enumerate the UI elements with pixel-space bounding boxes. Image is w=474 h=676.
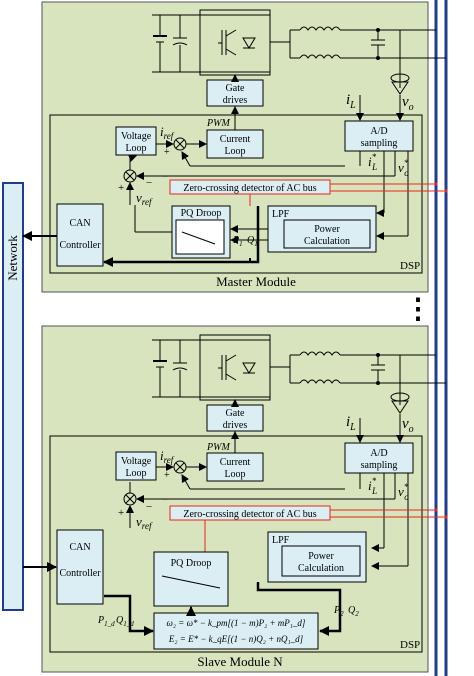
- master-power-stage: [152, 9, 446, 95]
- slave-il-star-label: i*L: [368, 476, 377, 496]
- slave-vref-label: vref: [136, 514, 153, 531]
- svg-text:sampling: sampling: [361, 460, 398, 471]
- svg-text:drives: drives: [223, 95, 248, 106]
- slave-power-calculation: LPF Power Calculation: [267, 531, 367, 583]
- master-module: DSP Master Module: [22, 1, 448, 293]
- slave-pwm-label: PWM: [206, 442, 230, 453]
- slave-p1d-label: P1_d: [97, 615, 115, 628]
- svg-text:Zero-crossing detector of AC b: Zero-crossing detector of AC bus: [183, 509, 316, 520]
- slave-dsp-label: DSP: [400, 639, 420, 651]
- slave-q2-label: Q2: [348, 605, 359, 618]
- svg-text:Loop: Loop: [125, 143, 146, 154]
- svg-text:Voltage: Voltage: [121, 131, 152, 142]
- ac-bus: [434, 0, 448, 676]
- svg-text:−: −: [162, 494, 168, 506]
- slave-zero-crossing-detector: Zero-crossing detector of AC bus: [169, 505, 331, 521]
- svg-text:−: −: [146, 501, 152, 513]
- slave-can-controller: CAN Controller: [56, 529, 104, 605]
- slave-ad-sampling: A/D sampling: [344, 442, 414, 474]
- master-pq-droop: PQ Droop: [171, 205, 231, 259]
- network-bar: Network: [2, 182, 24, 611]
- master-iref-label: iref: [160, 124, 175, 141]
- svg-text:LPF: LPF: [272, 535, 290, 546]
- master-module-title: Master Module: [216, 274, 296, 289]
- master-current-loop: Current Loop: [206, 129, 264, 159]
- master-can-controller: CAN Controller: [56, 203, 104, 267]
- master-ad-sampling: A/D sampling: [344, 120, 414, 152]
- slave-pq-droop: PQ Droop: [153, 551, 229, 607]
- slave-gate-drives: Gate drives: [206, 404, 264, 432]
- slave-current-loop: Current Loop: [206, 452, 264, 482]
- svg-text:PQ Droop: PQ Droop: [181, 208, 222, 219]
- svg-text:Calculation: Calculation: [298, 563, 344, 574]
- svg-text:+: +: [118, 507, 124, 519]
- master-q1-label: Q1: [247, 235, 258, 248]
- svg-text:Controller: Controller: [59, 240, 101, 251]
- master-power-calculation: LPF Power Calculation: [267, 205, 377, 253]
- svg-text:Calculation: Calculation: [304, 236, 350, 247]
- master-voltage-loop: Voltage Loop: [115, 126, 157, 156]
- svg-text:Power: Power: [308, 551, 334, 562]
- svg-text:−: −: [162, 171, 168, 183]
- svg-text:+: +: [164, 470, 170, 481]
- slave-droop-equations: ω₂ = ω* − k_pm[(1 − m)P₂ + mP₁_d] E₂ = E…: [153, 612, 319, 650]
- master-vo-label: vo: [402, 94, 414, 113]
- master-il-star-label: i*L: [368, 152, 377, 172]
- svg-text:Current: Current: [220, 457, 251, 468]
- slave-voltage-loop: Voltage Loop: [115, 451, 157, 481]
- svg-text:−: −: [146, 177, 152, 189]
- svg-text:+: +: [118, 182, 124, 194]
- slave-module-title: Slave Module N: [197, 654, 283, 669]
- svg-text:CAN: CAN: [69, 542, 90, 553]
- master-gate-drives: Gate drives: [206, 79, 264, 107]
- slave-il-label: iL: [346, 414, 356, 433]
- svg-text:Voltage: Voltage: [121, 456, 152, 467]
- svg-text:Gate: Gate: [226, 408, 245, 419]
- master-dsp-label: DSP: [400, 260, 420, 272]
- svg-text:Gate: Gate: [226, 83, 245, 94]
- svg-text:sampling: sampling: [361, 138, 398, 149]
- master-pwm-label: PWM: [206, 118, 230, 129]
- network-label: Network: [5, 235, 20, 281]
- master-zero-crossing-detector: Zero-crossing detector of AC bus: [169, 179, 331, 195]
- slave-q1d-label: Q1_d: [116, 615, 134, 628]
- master-il-label: iL: [346, 92, 356, 111]
- svg-text:Controller: Controller: [59, 568, 101, 579]
- slave-p2-label: P2: [333, 605, 344, 618]
- svg-text:+: +: [164, 147, 170, 158]
- svg-text:Loop: Loop: [125, 468, 146, 479]
- slave-eq-omega: ω₂ = ω* − k_pm[(1 − m)P₂ + mP₁_d]: [167, 618, 306, 628]
- svg-text:Loop: Loop: [224, 146, 245, 157]
- svg-text:A/D: A/D: [370, 126, 387, 137]
- svg-text:A/D: A/D: [370, 448, 387, 459]
- slave-vo-star-label: v*o: [398, 482, 409, 502]
- slave-power-stage: [152, 334, 446, 414]
- svg-text:PQ Droop: PQ Droop: [171, 558, 212, 569]
- slave-module: DSP Slave Module N: [23, 325, 448, 673]
- svg-text:Zero-crossing detector of AC b: Zero-crossing detector of AC bus: [183, 183, 316, 194]
- slave-vo-label: vo: [402, 416, 414, 435]
- master-dsp-box: [49, 114, 423, 274]
- svg-text:Power: Power: [314, 224, 340, 235]
- slave-eq-voltage: E₂ = E* − k_qE[(1 − n)Q₂ + nQ₁_d]: [168, 634, 304, 644]
- master-vo-star-label: v*o: [398, 158, 409, 178]
- master-p1-label: P1: [232, 235, 243, 248]
- svg-text:CAN: CAN: [69, 218, 90, 229]
- slave-iref-label: iref: [160, 448, 175, 465]
- continuation-dots: ⋮: [404, 294, 432, 325]
- svg-text:LPF: LPF: [272, 209, 290, 220]
- svg-text:drives: drives: [223, 420, 248, 431]
- master-vref-label: vref: [136, 190, 153, 207]
- svg-text:Current: Current: [220, 134, 251, 145]
- svg-text:Loop: Loop: [224, 469, 245, 480]
